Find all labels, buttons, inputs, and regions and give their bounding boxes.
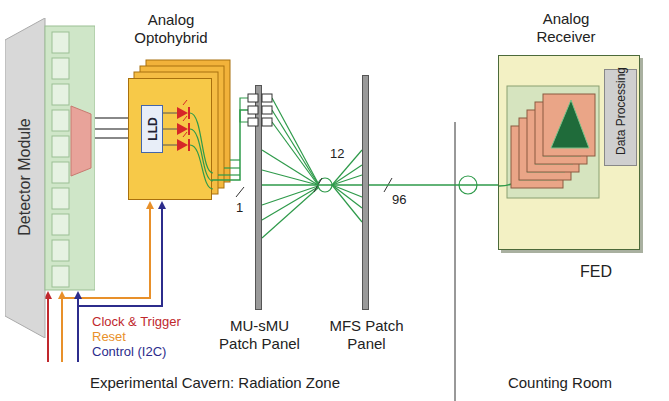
optohybrid-card: Analog OptohybridLLD <box>128 78 212 200</box>
annotation-label: Counting Room <box>490 374 630 391</box>
laser-driver: LLD <box>141 105 163 153</box>
optical-fiber <box>262 184 362 186</box>
patch-panel: MFS Patch Panel <box>362 75 369 310</box>
detector-module: Detector Module <box>5 18 95 338</box>
annotation-label: 96 <box>392 192 406 207</box>
node-label: MFS Patch Panel <box>323 317 410 353</box>
node-label: Detector Module <box>16 107 34 247</box>
annotation-label: Control (I2C) <box>92 344 166 359</box>
control-wire <box>48 203 162 362</box>
zone-divider <box>455 122 456 401</box>
node-label: Analog Optohybrid <box>126 11 216 47</box>
annotation-label: Clock & Trigger <box>92 314 181 329</box>
node-label: Data Processing <box>614 66 628 156</box>
annotation-label: Reset <box>92 329 126 344</box>
optical-fiber <box>212 110 255 180</box>
annotation-label: Experimental Cavern: Radiation Zone <box>40 374 390 391</box>
patch-panel: MU-sMU Patch Panel <box>255 85 262 310</box>
node-label: LLD <box>146 105 160 153</box>
annotation-label: 12 <box>330 146 344 161</box>
node-label: Analog Receiver <box>521 10 611 46</box>
annotation-label: 1 <box>236 200 243 215</box>
optical-fiber <box>369 184 498 186</box>
processing-box: Data Processing <box>604 69 637 166</box>
receiver-box: Analog ReceiverFEDData Processing <box>498 55 640 250</box>
node-sublabel: FED <box>561 263 631 281</box>
node-label: MU-sMU Patch Panel <box>216 317 303 353</box>
